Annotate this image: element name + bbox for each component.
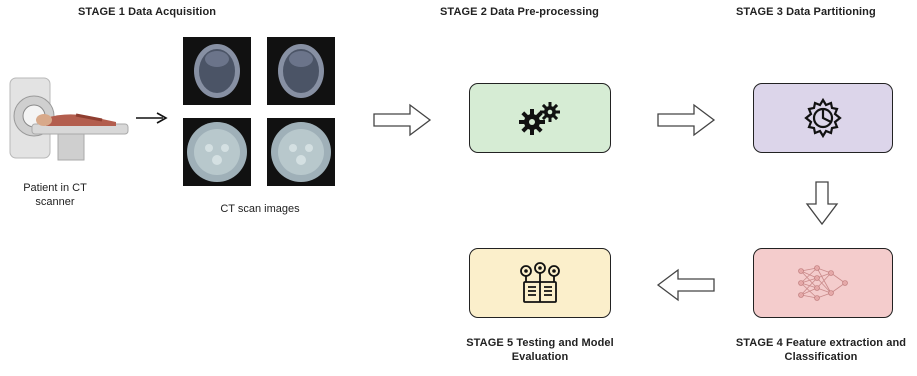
ct-scan-image (183, 37, 251, 105)
ct-scan-image (267, 118, 335, 186)
ct-images-caption: CT scan images (220, 203, 300, 215)
hollow-arrow-right-icon (372, 103, 432, 137)
stage5-box (469, 248, 611, 318)
hollow-arrow-left-icon (656, 268, 716, 302)
hollow-arrow-down-icon (805, 180, 839, 226)
stage1-title: STAGE 1 Data Acquisition (78, 6, 217, 18)
stage3-title: STAGE 3 Data Partitioning (736, 6, 876, 18)
patient-caption: Patient in CT scanner (23, 182, 87, 208)
hollow-arrow-right-icon (656, 103, 716, 137)
stage4-title: STAGE 4 Feature extraction and Classific… (735, 337, 907, 363)
stage3-box (753, 83, 893, 153)
gear-pie-icon (802, 97, 844, 139)
stage2-title: STAGE 2 Data Pre-processing (440, 6, 599, 18)
gears-icon (516, 100, 564, 136)
stage5-title: STAGE 5 Testing and Model Evaluation (466, 337, 614, 363)
neural-network-icon (795, 263, 851, 303)
arrow-right-icon (135, 112, 169, 124)
ct-scan-image (183, 118, 251, 186)
stage2-box (469, 83, 611, 153)
stage4-box (753, 248, 893, 318)
gears-book-icon (516, 261, 564, 305)
ct-scanner-image (6, 72, 130, 172)
ct-scan-image (267, 37, 335, 105)
